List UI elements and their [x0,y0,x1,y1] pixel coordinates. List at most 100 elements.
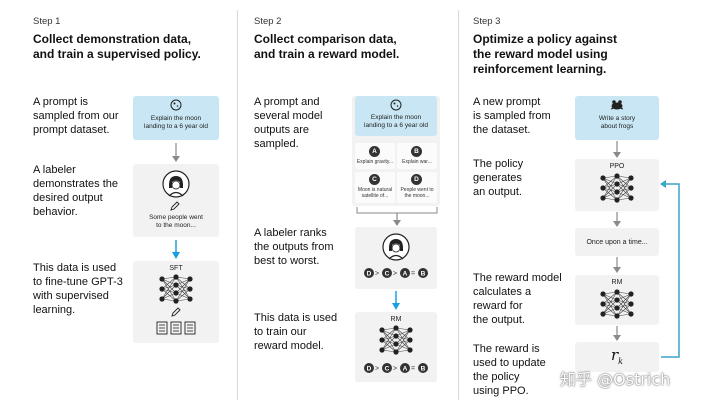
step2-prompt-card [355,96,437,136]
text-line: The reward is [473,343,540,355]
rank-letter: A [403,366,408,373]
step2-row1-text: A prompt and several model outputs are s… [254,95,354,151]
step3-rm-label: RM [611,279,623,286]
nn-edge [616,303,632,317]
nn-edge [381,327,397,351]
nn-edge [602,291,618,305]
nn-edge [381,339,397,353]
nn-node [407,347,413,353]
neural-network-icon [600,289,634,319]
pencil-icon [171,307,181,317]
text-line: used to update [473,357,546,369]
planet-icon [390,99,402,111]
nn-node [173,274,179,280]
rank-operator: > [375,271,379,278]
rank-operator: > [393,366,397,373]
nn-node [407,327,413,333]
ppo-label: PPO [609,163,625,170]
step3-title-line2: the reward model using [473,47,608,61]
step3-output-text: Once upon a time... [586,239,648,246]
labeler-avatar-icon [162,170,190,198]
step2-row2-text: A labeler ranks the outputs from best to… [254,226,354,268]
option-badge-c: C [369,174,380,185]
text-line: Some people went [149,214,203,221]
nn-edge [175,278,191,302]
nn-node [379,347,385,353]
feedback-arrow [660,180,680,358]
nn-edge [616,293,632,309]
nn-node [614,197,620,203]
nn-node [628,185,634,191]
labeler-avatar-icon [382,233,410,261]
text-line: sampled. [254,138,299,150]
rank-badge [364,363,374,373]
nn-edge [616,175,632,199]
nn-edge [602,183,618,199]
text-line: learning. [33,304,76,316]
rank-badge [418,268,428,278]
nn-edge [602,177,618,193]
rank-letter: C [385,271,390,278]
reward-r: r [610,346,619,364]
nn-node [393,349,399,355]
rank-badge [418,363,428,373]
nn-node [393,325,399,331]
step1-title-line2: and train a supervised policy. [33,47,201,61]
sft-label: SFT [169,265,183,272]
nn-edge [602,303,618,317]
nn-node [614,305,620,311]
text-line: demonstrates the [33,178,118,190]
planet-icon [170,99,182,111]
nn-node [600,195,606,201]
nn-node [407,337,413,343]
step3-prompt-text: Write a story about frogs [575,115,659,131]
nn-edge [602,177,618,201]
step2-prompt-text: Explain the moon landing to a 6 year old [355,114,437,130]
text-line: Explain the moon [370,114,422,121]
rank-letter: B [421,366,426,373]
option-text-b: Explain war... [402,159,432,165]
neural-network-icon [159,274,193,304]
text-line: A prompt and [254,96,320,108]
nn-edge [381,335,397,351]
text-line: landing to a 6 year old [364,122,428,129]
step3-reward-card [575,342,659,372]
option-text-c: Moon is natural satellite of... [355,187,395,199]
rank-letter: A [403,271,408,278]
step3-title-line1: Optimize a policy against [473,32,618,46]
text-line: the outputs from [254,241,334,253]
nn-edge [161,276,177,290]
rm-label: RM [390,316,402,323]
text-line: Explain the moon [150,115,202,122]
step1-prompt-card [133,96,219,140]
rank-letter: B [421,271,426,278]
down-arrow [172,143,180,162]
nn-node [173,282,179,288]
nn-edge [616,175,632,189]
down-arrow [613,326,621,341]
step1-row3-text: This data is used to fine-tune GPT-3 wit… [33,261,133,317]
nn-node [173,298,179,304]
option-text-a: Explain gravity... [356,159,394,165]
nn-edge [161,288,177,302]
step3-title: Optimize a policy against the reward mod… [473,32,703,77]
text-line: A labeler [33,164,76,176]
text-line: with supervised [33,290,109,302]
nn-node [600,185,606,191]
rank-letter: C [385,366,390,373]
step1-title: Collect demonstration data, and train a … [33,32,233,62]
frog-icon [610,100,624,110]
text-line: to the moon... [156,222,196,229]
nn-edge [395,335,411,351]
nn-node [614,189,620,195]
text-line: desired output [33,192,103,204]
text-line: The policy [473,158,524,170]
rank-operator: = [411,366,415,373]
step3-row4-text: The reward is used to update the policy … [473,342,573,398]
watermark: 知乎 @Ostrich [560,370,671,389]
nn-node [600,175,606,181]
nn-edge [602,187,618,201]
text-line: the dataset. [473,124,531,136]
nn-edge [395,327,411,341]
nn-node [628,195,634,201]
